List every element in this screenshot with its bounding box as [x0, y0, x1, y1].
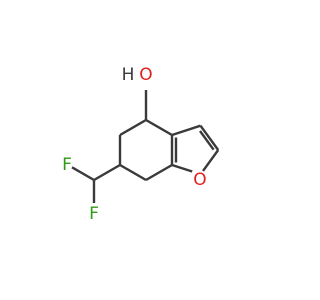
hydroxyl-o-label: O: [139, 65, 152, 85]
structure-diagram: H O O F F: [62, 65, 220, 224]
bond-c3a-c4: [145, 118, 173, 137]
fluorine-top-label: F: [62, 155, 72, 175]
atom-label-layer: H O O F F: [62, 65, 207, 224]
fluorine-bottom-label: F: [89, 204, 99, 224]
bond-c3a-c3: [171, 124, 201, 137]
bond-c3-c2: [199, 124, 220, 151]
hydroxyl-h-label: H: [122, 65, 135, 85]
molecule-canvas: H O O F F: [62, 65, 220, 224]
bond-c3-c2-inner: [199, 130, 215, 151]
bond-layer: [71, 90, 220, 203]
bond-c2-o1: [202, 149, 220, 172]
bond-o1-c7a: [171, 163, 193, 173]
bond-c7-c7a: [145, 163, 173, 182]
bond-c6-chf2: [93, 163, 121, 182]
bond-c6-c7: [119, 163, 147, 182]
bond-c4-c5: [119, 118, 147, 137]
bond-chf2-f-top: [71, 166, 95, 182]
furan-oxygen-label: O: [193, 170, 206, 190]
